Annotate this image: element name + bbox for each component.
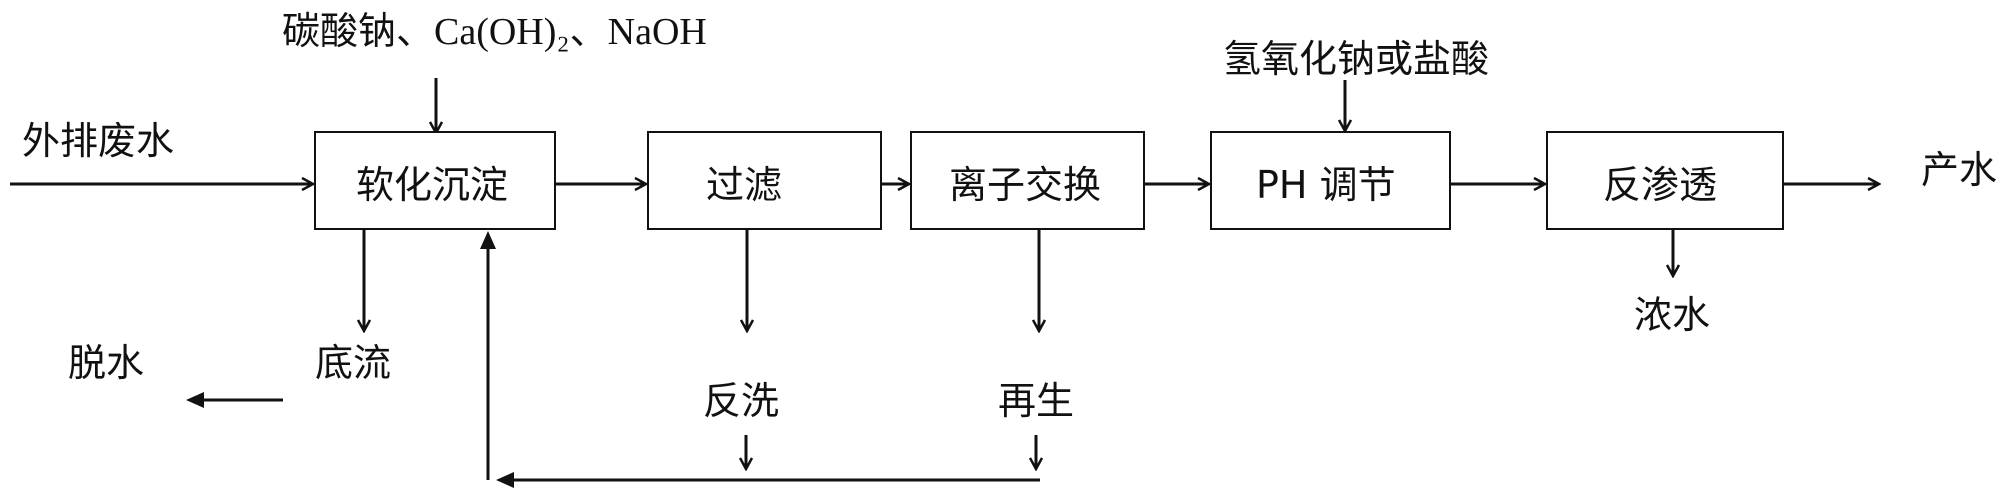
ph-reagents-label: 氢氧化钠或盐酸: [1223, 37, 1489, 81]
softening-box: [314, 131, 556, 230]
product-water-label: 产水: [1921, 148, 1997, 192]
reverse-osmosis-label: 反渗透: [1603, 163, 1717, 207]
softening-label: 软化沉淀: [356, 163, 508, 207]
concentrate-label: 浓水: [1634, 293, 1710, 337]
dewatering-label: 脱水: [68, 341, 144, 385]
ph-adjust-box: [1210, 131, 1451, 230]
backwash-label: 反洗: [703, 379, 779, 423]
ph-adjust-label: PH 调节: [1256, 163, 1396, 207]
underflow-label: 底流: [315, 341, 391, 385]
ion-exchange-label: 离子交换: [949, 163, 1101, 207]
ion-exchange-box: [910, 131, 1145, 230]
regeneration-label: 再生: [998, 379, 1074, 423]
softening-reagents-label: 碳酸钠、Ca(OH)₂、NaOH: [282, 11, 707, 53]
wastewater-label: 外排废水: [22, 119, 174, 163]
filtration-box: [647, 131, 882, 230]
reverse-osmosis-box: [1546, 131, 1784, 230]
filtration-label: 过滤: [706, 163, 782, 207]
